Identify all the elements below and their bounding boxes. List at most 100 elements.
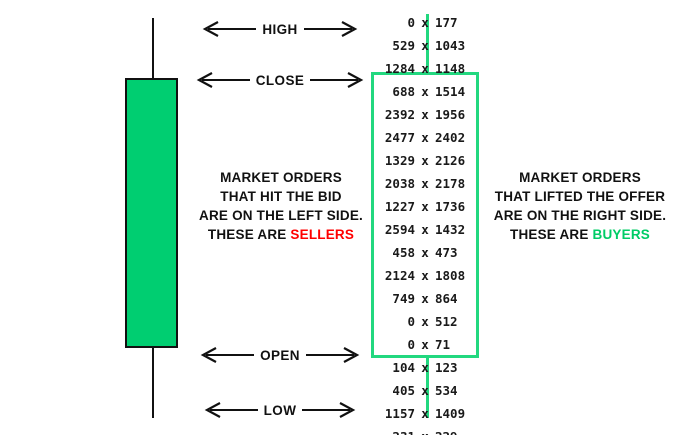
price-marker-label: CLOSE [255, 72, 305, 88]
footprint-row: 2477 x 2402 [371, 126, 479, 149]
ask-volume: 1514 [435, 84, 466, 99]
volume-separator: x [421, 291, 429, 306]
ask-volume: 1148 [435, 61, 466, 76]
bid-volume: 1284 [384, 61, 415, 76]
bid-volume: 688 [392, 84, 415, 99]
volume-separator: x [421, 360, 429, 375]
arrow-left-icon [202, 21, 257, 37]
volume-separator: x [421, 337, 429, 352]
price-marker-label: OPEN [260, 347, 300, 363]
ask-volume: 1956 [435, 107, 466, 122]
bid-volume: 2392 [384, 107, 415, 122]
bid-volume: 2477 [384, 130, 415, 145]
volume-separator: x [421, 38, 429, 53]
left-annotation-line-2: THAT HIT THE BID [220, 189, 342, 204]
left-annotation: MARKET ORDERS THAT HIT THE BID ARE ON TH… [186, 168, 376, 244]
footprint-row: 458 x 473 [371, 241, 479, 264]
ask-volume: 123 [435, 360, 458, 375]
arrow-left-icon [200, 347, 255, 363]
volume-separator: x [421, 268, 429, 283]
volume-separator: x [421, 107, 429, 122]
price-marker-label: LOW [263, 402, 297, 418]
footprint-row: 1157 x 1409 [371, 402, 479, 425]
right-annotation-line-2: THAT LIFTED THE OFFER [494, 189, 666, 204]
left-annotation-line-1: MARKET ORDERS [220, 170, 342, 185]
bid-volume: 2594 [384, 222, 415, 237]
volume-separator: x [421, 176, 429, 191]
volume-separator: x [421, 15, 429, 30]
footprint-row: 2392 x 1956 [371, 103, 479, 126]
footprint-row: 104 x 123 [371, 356, 479, 379]
ask-volume: 864 [435, 291, 458, 306]
ask-volume: 229 [435, 429, 475, 435]
sellers-highlight: SELLERS [290, 227, 355, 242]
left-annotation-line-3: ARE ON THE LEFT SIDE. [199, 208, 363, 223]
bid-volume: 1329 [384, 153, 415, 168]
ask-volume: 177 [435, 15, 458, 30]
arrow-right-icon [303, 21, 357, 37]
volume-separator: x [421, 130, 429, 145]
footprint-row: 688 x 1514 [371, 80, 479, 103]
right-annotation-line-4-prefix: THESE ARE [510, 227, 593, 242]
ask-volume: 71 [435, 337, 451, 352]
ask-volume: 473 [435, 245, 458, 260]
bid-volume: 405 [392, 383, 415, 398]
footprint-row: 1329 x 2126 [371, 149, 479, 172]
bid-volume: 458 [392, 245, 415, 260]
footprint-row: 2124 x 1808 [371, 264, 479, 287]
price-marker-low: LOW [196, 399, 364, 421]
right-annotation-line-1: MARKET ORDERS [519, 170, 641, 185]
arrow-left-icon [204, 402, 258, 418]
arrow-right-icon [305, 347, 360, 363]
green-connector-line-top [426, 14, 429, 74]
ask-volume: 512 [435, 314, 458, 329]
right-annotation-line-3: ARE ON THE RIGHT SIDE. [493, 208, 667, 223]
ask-volume: 2126 [435, 153, 466, 168]
arrow-left-icon [196, 72, 250, 88]
right-annotation: MARKET ORDERS THAT LIFTED THE OFFER ARE … [480, 168, 680, 244]
ask-volume: 1043 [435, 38, 466, 53]
volume-separator: x [421, 245, 429, 260]
volume-separator: x [421, 222, 429, 237]
volume-separator: x [421, 314, 429, 329]
bid-volume: 0 [407, 314, 415, 329]
bid-volume: 749 [392, 291, 415, 306]
ask-volume: 1808 [435, 268, 466, 283]
buyers-highlight: BUYERS [592, 227, 650, 242]
ask-volume: 1432 [435, 222, 466, 237]
left-annotation-line-4-prefix: THESE ARE [207, 227, 291, 242]
bid-volume: 0 [407, 337, 415, 352]
bid-volume: 0 [407, 15, 415, 30]
ask-volume: 2178 [435, 176, 466, 191]
volume-separator: x [421, 153, 429, 168]
volume-separator: x [421, 406, 429, 421]
footprint-row: 749 x 864 [371, 287, 479, 310]
right-annotation-line-4: THESE ARE BUYERS [480, 225, 680, 244]
volume-separator: x [421, 84, 429, 99]
volume-separator: x [421, 383, 429, 398]
bid-volume: 104 [392, 360, 415, 375]
bid-volume: 529 [392, 38, 415, 53]
candle-body [125, 78, 178, 348]
body-range-highlight-box [371, 72, 479, 358]
arrow-right-icon [302, 402, 356, 418]
left-annotation-line-4: THESE ARE SELLERS [186, 225, 376, 244]
arrow-right-icon [310, 72, 364, 88]
price-marker-open: OPEN [196, 344, 364, 366]
volume-separator: x [421, 61, 429, 76]
footprint-row: 2038 x 2178 [371, 172, 479, 195]
price-marker-label: HIGH [262, 21, 298, 37]
footprint-row: 1284 x 1148 [371, 57, 479, 80]
bid-volume: 2038 [384, 176, 415, 191]
green-connector-line-bottom [426, 356, 429, 418]
footprint-row: 2594 x 1432 [371, 218, 479, 241]
bid-volume: 1157 [384, 406, 415, 421]
ask-volume: 2402 [435, 130, 466, 145]
ask-volume: 1409 [435, 406, 466, 421]
bid-volume: 2124 [384, 268, 415, 283]
